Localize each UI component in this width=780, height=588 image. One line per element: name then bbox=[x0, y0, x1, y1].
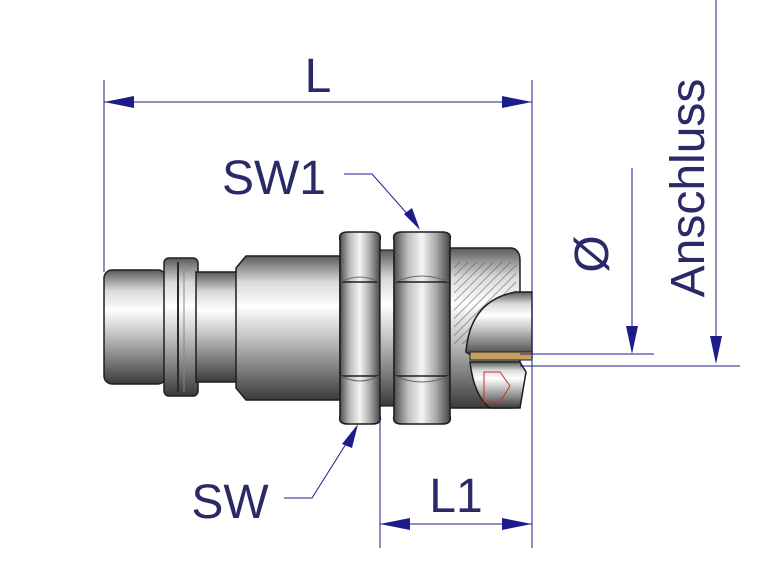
groove-collar bbox=[163, 257, 199, 397]
dimension-lines bbox=[103, 0, 740, 548]
nipple-neck bbox=[195, 271, 241, 383]
dimension-labels: L SW1 SW L1 Ø Anschluss bbox=[191, 50, 715, 529]
arrowhead bbox=[380, 518, 410, 530]
sw1-leader bbox=[344, 173, 419, 227]
label-l: L bbox=[305, 50, 332, 103]
arrowhead bbox=[502, 96, 532, 108]
nipple-tip bbox=[103, 269, 167, 385]
arrowhead bbox=[502, 518, 532, 530]
hex-nut-sw bbox=[338, 231, 382, 425]
arrowhead bbox=[342, 424, 358, 448]
label-sw: SW bbox=[191, 476, 269, 529]
arrowhead bbox=[710, 336, 722, 364]
hex-nut-sw1 bbox=[392, 231, 452, 425]
arrowhead bbox=[626, 326, 638, 354]
label-sw1: SW1 bbox=[222, 152, 326, 205]
hose-tail bbox=[465, 291, 533, 409]
arrowhead bbox=[404, 208, 420, 230]
label-l1: L1 bbox=[429, 470, 482, 523]
main-barrel bbox=[235, 255, 341, 401]
label-connection: Anschluss bbox=[662, 79, 715, 298]
sw-leader bbox=[284, 427, 357, 499]
arrowhead bbox=[104, 96, 134, 108]
coupling-body bbox=[103, 231, 533, 425]
label-diameter: Ø bbox=[566, 235, 619, 272]
